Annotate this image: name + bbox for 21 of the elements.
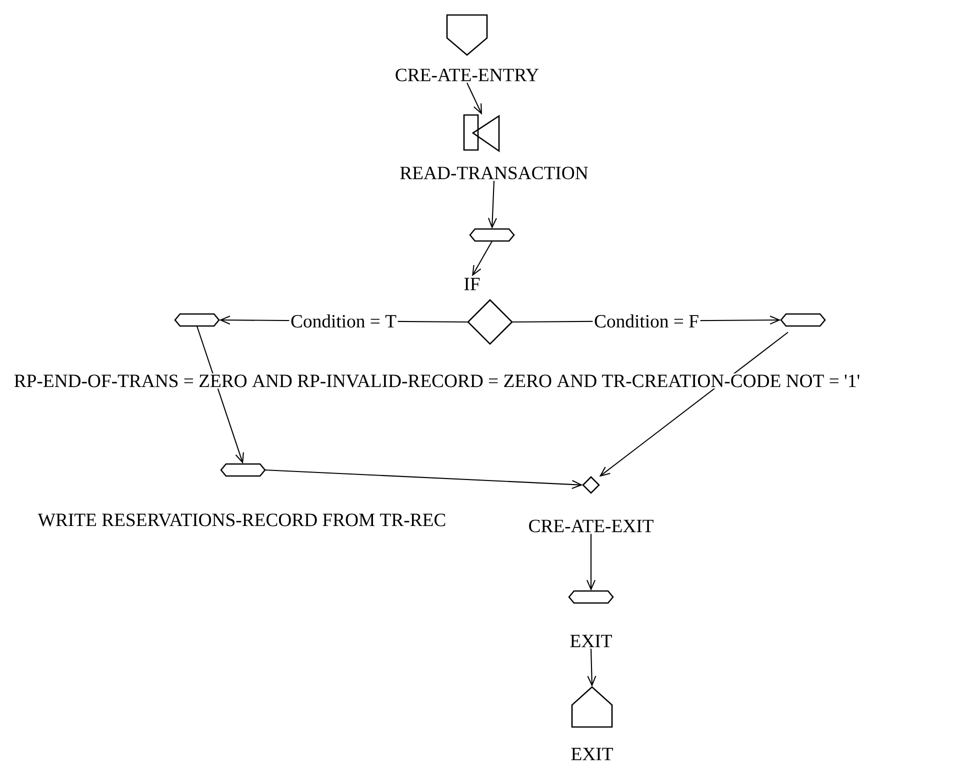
arrow: [599, 332, 788, 477]
node-label: READ-TRANSACTION: [398, 165, 590, 181]
arrow: [587, 648, 596, 687]
arrow: [265, 469, 583, 489]
arrow: [472, 241, 492, 276]
node-label: CRE-ATE-ENTRY: [394, 67, 540, 83]
arrow: [488, 180, 497, 229]
hexagon-symbol: [780, 313, 826, 327]
edge-label: Condition = T: [289, 313, 398, 329]
node-label: WRITE RESERVATIONS-RECORD FROM TR-REC: [36, 512, 448, 528]
arrow: [586, 534, 596, 591]
node-label: EXIT: [568, 634, 614, 648]
arrow: [466, 82, 482, 115]
hexagon-symbol: [469, 228, 515, 242]
node-label: CRE-ATE-EXIT: [526, 518, 656, 534]
node-label: IF: [462, 276, 482, 292]
arrow: [196, 326, 244, 464]
condition-text: RP-END-OF-TRANS = ZERO AND RP-INVALID-RECORD = ZERO AND TR-CREATION-CODE NOT = '1': [12, 373, 862, 389]
node-label: EXIT: [569, 746, 615, 762]
edge-label: Condition = F: [592, 313, 700, 329]
hexagon-symbol: [174, 313, 220, 327]
